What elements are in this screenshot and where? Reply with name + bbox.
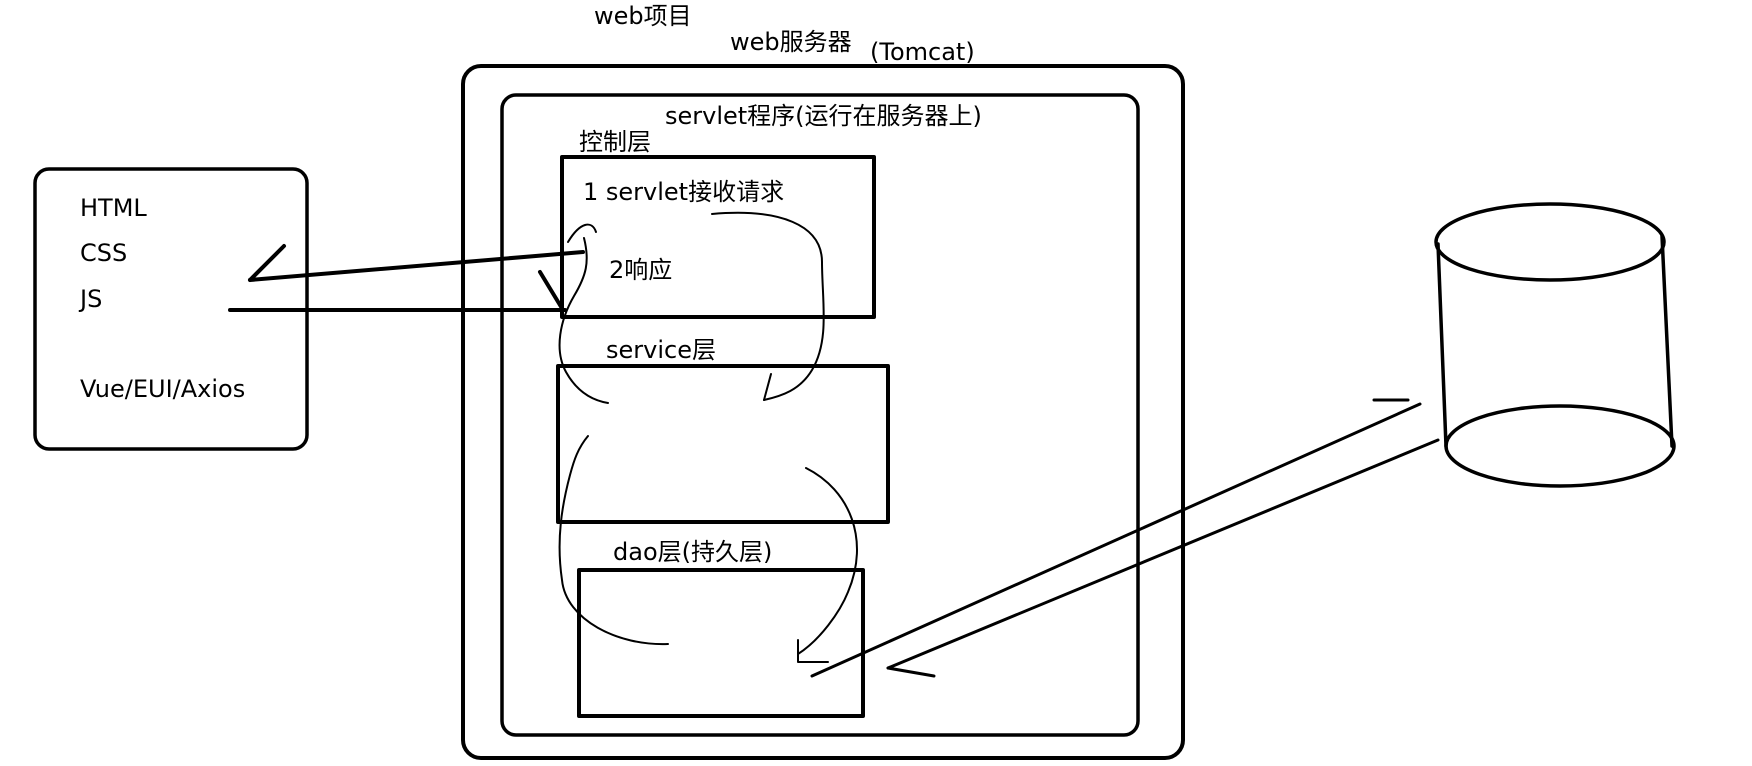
web-project-label: web项目: [594, 2, 692, 30]
control-layer-box: [560, 155, 876, 319]
client-item-frameworks: Vue/EUI/Axios: [80, 375, 246, 403]
servlet-program-label: servlet程序(运行在服务器上): [665, 102, 982, 130]
dao-layer-label: dao层(持久层): [613, 538, 773, 566]
flow-up-service-to-control: [558, 237, 609, 404]
flow-down-control-to-service: [711, 211, 825, 401]
tomcat-label: (Tomcat): [870, 38, 975, 66]
response-arrow-head: [248, 244, 286, 282]
flow-down-arrowhead-1: [763, 373, 772, 401]
client-item-css: CSS: [80, 239, 128, 267]
flow-up-dao-to-service: [558, 435, 669, 646]
servlet-program-box: [500, 93, 1140, 737]
db-result-arrowhead: [886, 666, 936, 678]
flow-up-arrowhead: [567, 223, 597, 243]
database-cylinder-icon: [1434, 202, 1676, 488]
servlet-receive-label: 1 servlet接收请求: [583, 178, 785, 206]
flow-down-service-to-dao: [797, 467, 858, 655]
dao-layer-box: [577, 568, 865, 718]
service-layer-label: service层: [606, 336, 716, 364]
response-arrow-line: [248, 250, 585, 282]
service-layer-box: [556, 364, 890, 524]
db-result-line: [886, 438, 1440, 670]
web-server-box: [461, 64, 1185, 760]
web-server-label: web服务器: [730, 28, 852, 56]
request-arrow-head: [538, 270, 565, 312]
client-item-js: JS: [80, 285, 103, 313]
response-label: 2响应: [609, 256, 673, 284]
db-query-line: [810, 402, 1422, 678]
client-item-html: HTML: [80, 194, 147, 222]
flow-down-arrowhead-2: [797, 639, 829, 663]
control-layer-label: 控制层: [579, 128, 651, 156]
